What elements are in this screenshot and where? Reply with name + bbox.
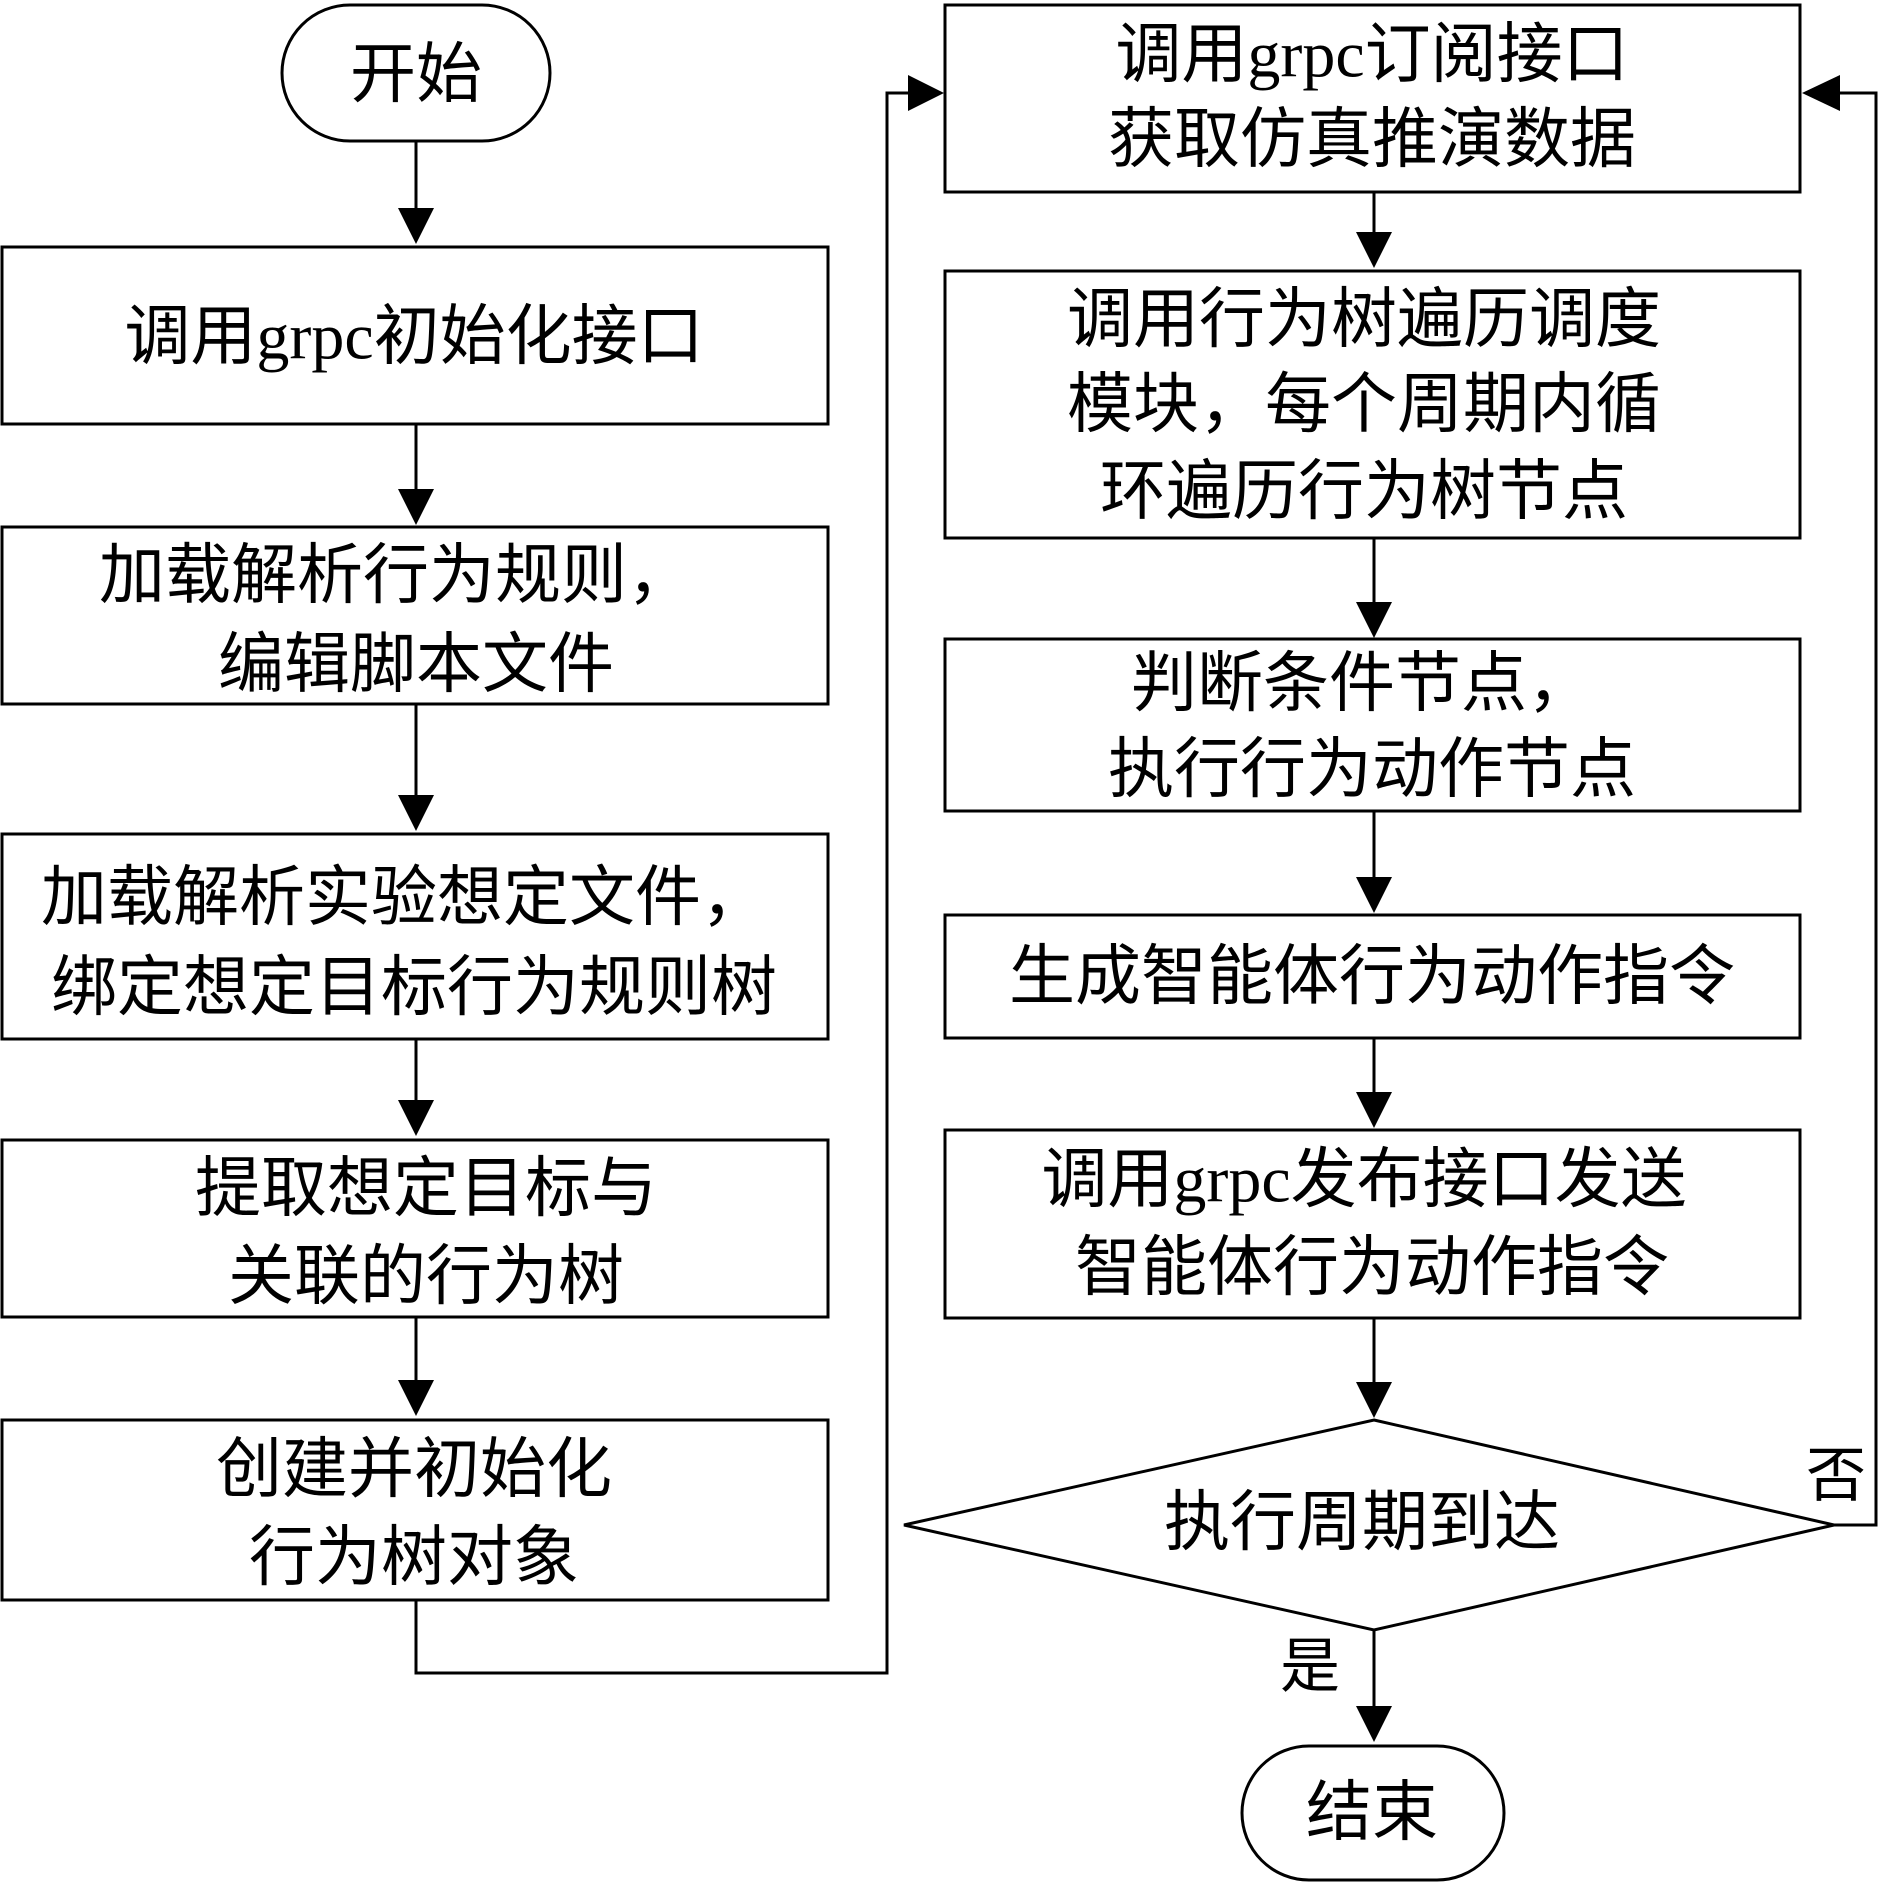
generate-box (943, 913, 1802, 1040)
start-label: 开始 (350, 39, 482, 112)
arrowhead-yes-to-end (1356, 1706, 1392, 1742)
create-tree-line2: 行为树对象 (249, 1522, 579, 1595)
publish-line2: 智能体行为动作指令 (1075, 1232, 1669, 1305)
end-terminator (1240, 1744, 1506, 1882)
load-rules-line1: 加载解析行为规则， (99, 540, 693, 613)
arrowhead-judge-to-generate (1356, 877, 1392, 913)
extract-tree-line2: 关联的行为树 (228, 1241, 624, 1314)
subscribe-box (943, 3, 1802, 194)
load-scenario-box (0, 832, 830, 1041)
connector-no-loop (1834, 91, 1878, 1527)
load-rules-line2: 编辑脚本文件 (218, 629, 614, 702)
arrowhead-start-to-init (398, 208, 434, 244)
yes-branch-label: 是 (1280, 1634, 1340, 1700)
no-branch-label: 否 (1806, 1443, 1866, 1509)
arrowhead-init-to-rules (398, 489, 434, 525)
arrowhead-subscribe-to-traverse (1356, 232, 1392, 268)
extract-tree-box (0, 1138, 830, 1319)
arrowhead-traverse-to-judge (1356, 602, 1392, 638)
arrowhead-no-into-subscribe (1802, 75, 1840, 111)
arrowhead-generate-to-publish (1356, 1092, 1392, 1128)
publish-line1: 调用grpc发布接口发送 (1041, 1144, 1686, 1217)
traverse-line1: 调用行为树遍历调度 (1067, 284, 1661, 357)
publish-box (943, 1128, 1802, 1320)
arrowhead-publish-to-decision (1356, 1382, 1392, 1418)
traverse-line2: 模块，每个周期内循 (1067, 369, 1661, 442)
load-scenario-line1: 加载解析实验想定文件， (41, 862, 767, 935)
create-tree-box (0, 1418, 830, 1602)
judge-line1: 判断条件节点， (1131, 648, 1593, 721)
generate-label: 生成智能体行为动作指令 (1009, 941, 1735, 1014)
arrowhead-scenario-to-extract (398, 1100, 434, 1136)
traverse-box (943, 269, 1802, 540)
connector-create-to-subscribe (414, 91, 912, 1675)
arrowhead-into-subscribe (908, 75, 944, 111)
end-label: 结束 (1306, 1777, 1438, 1850)
load-scenario-line2: 绑定想定目标行为规则树 (51, 952, 777, 1025)
decision-label: 执行周期到达 (1164, 1487, 1560, 1560)
extract-tree-line1: 提取想定目标与 (195, 1153, 657, 1226)
create-tree-line1: 创建并初始化 (216, 1434, 612, 1507)
traverse-line3: 环遍历行为树节点 (1100, 456, 1628, 529)
init-interface-label: 调用grpc初始化接口 (124, 301, 703, 374)
arrowhead-rules-to-scenario (398, 795, 434, 831)
arrowhead-extract-to-create (398, 1380, 434, 1416)
judge-line2: 执行行为动作节点 (1108, 734, 1636, 807)
judge-box (943, 637, 1802, 813)
init-interface-box (0, 245, 830, 426)
subscribe-line2: 获取仿真推演数据 (1108, 104, 1636, 177)
subscribe-line1: 调用grpc订阅接口 (1115, 19, 1628, 92)
